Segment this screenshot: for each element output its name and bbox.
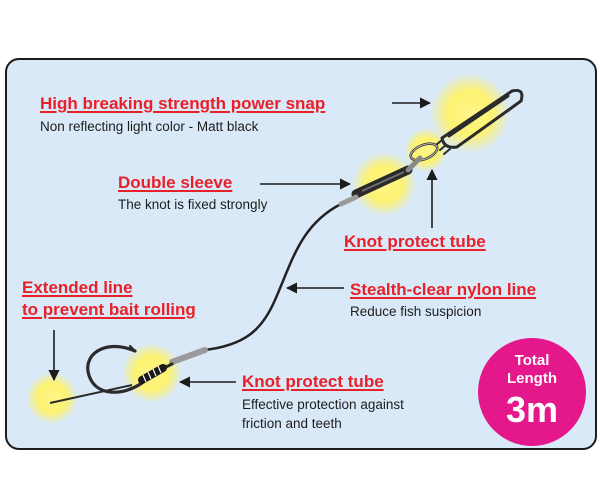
swivel-ring-highlight xyxy=(410,143,438,161)
glow-line-end xyxy=(26,372,78,424)
knot-tube-top-title: Knot protect tube xyxy=(344,232,486,251)
badge-value: 3m xyxy=(505,389,559,430)
knot-tube-bottom-subtitle-1: Effective protection against xyxy=(242,397,404,412)
extended-line-title-1: Extended line xyxy=(22,278,133,297)
nylon-line xyxy=(204,202,342,352)
knot-tube-bottom-subtitle-2: friction and teeth xyxy=(242,416,342,431)
snap-title: High breaking strength power snap xyxy=(40,94,326,113)
lower-tube xyxy=(338,194,359,207)
extended-line-title-2: to prevent bait rolling xyxy=(22,300,196,319)
sleeve-highlight xyxy=(361,171,405,192)
hook-knot xyxy=(138,364,167,384)
upper-tube xyxy=(405,155,423,173)
total-length-badge: Total Length 3m xyxy=(478,338,586,446)
badge-line2: Length xyxy=(507,370,557,387)
sleeve-subtitle: The knot is fixed strongly xyxy=(118,197,268,212)
snap-subtitle: Non reflecting light color - Matt black xyxy=(40,119,259,134)
sleeve-title: Double sleeve xyxy=(118,173,233,192)
hook-tube xyxy=(169,347,208,365)
nylon-line-subtitle: Reduce fish suspicion xyxy=(350,304,482,319)
power-snap xyxy=(435,89,524,155)
nylon-line-title: Stealth-clear nylon line xyxy=(350,280,537,299)
badge-line1: Total xyxy=(514,352,550,369)
extended-line xyxy=(49,384,133,404)
knot-tube-bottom-title: Knot protect tube xyxy=(242,372,384,391)
